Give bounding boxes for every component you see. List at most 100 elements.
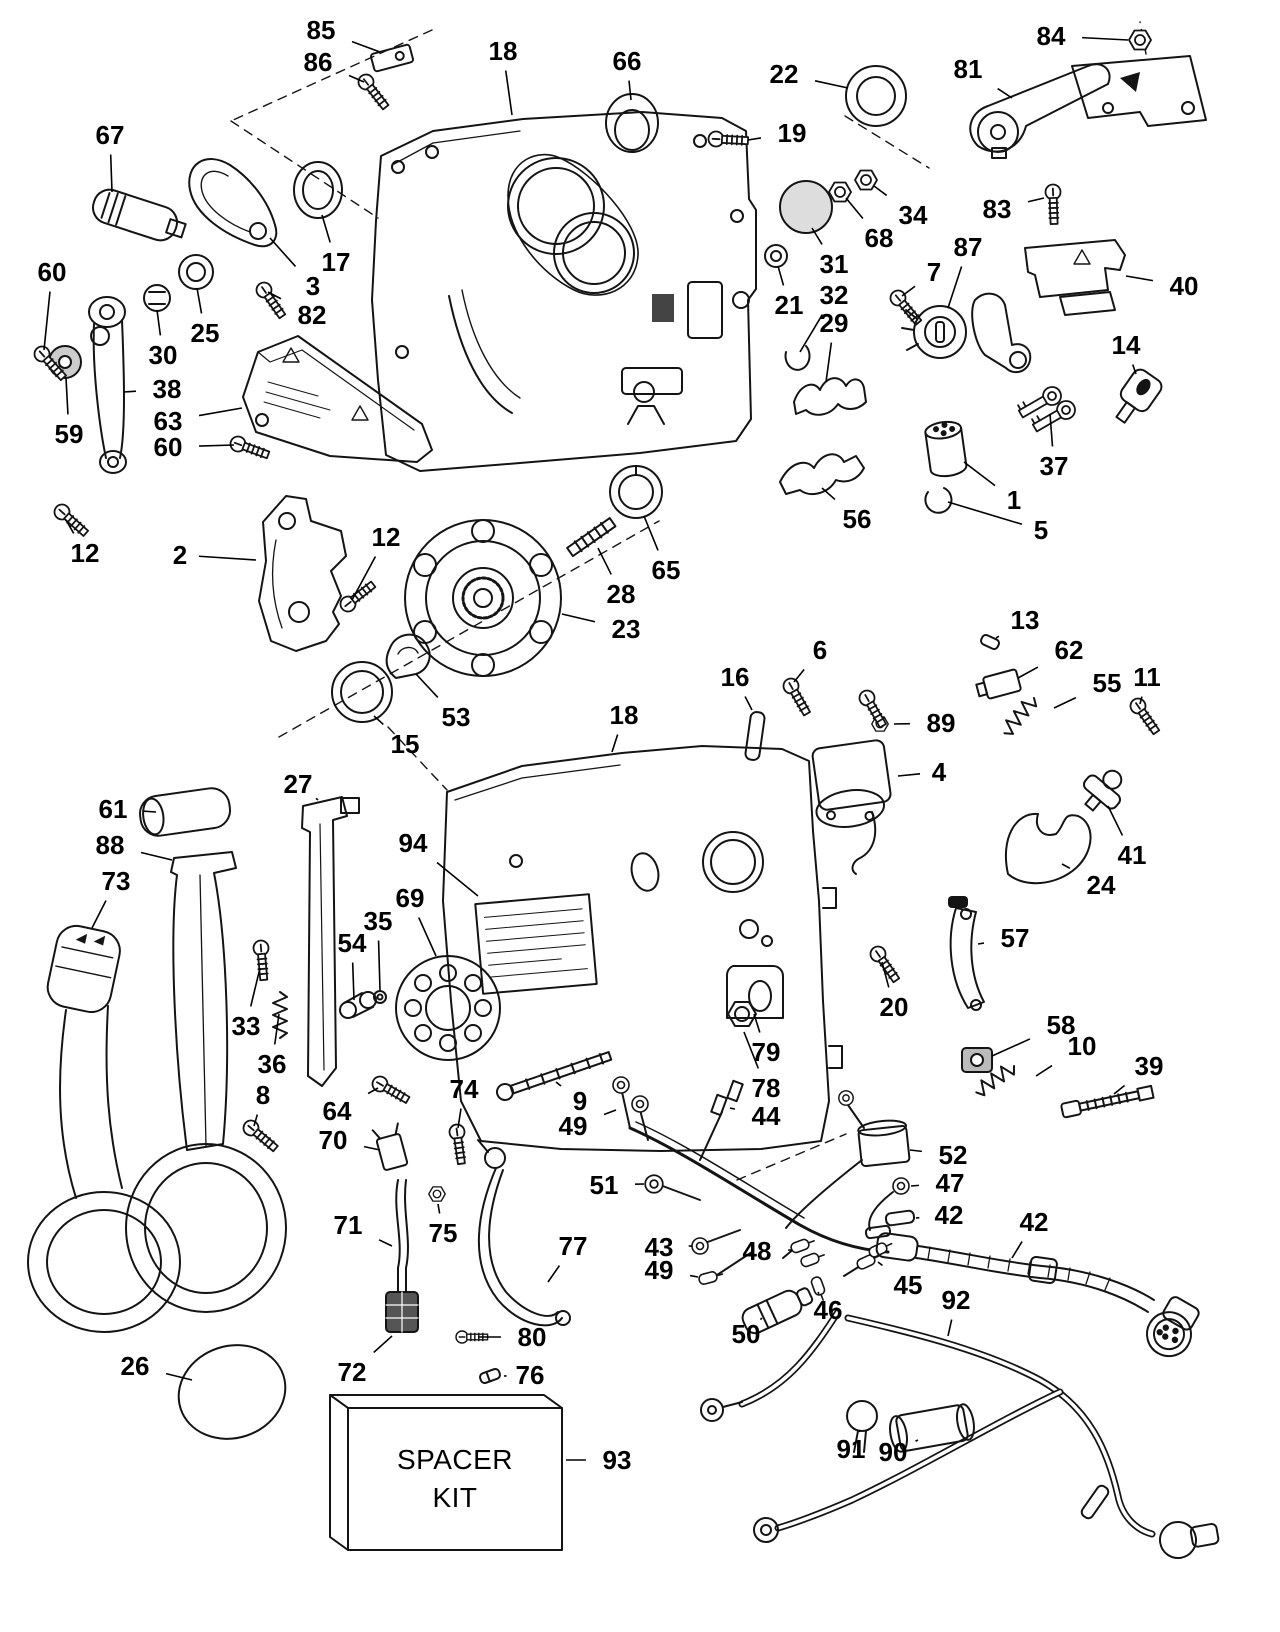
part-label-88: 88 xyxy=(95,830,125,860)
handle-arm-88 xyxy=(125,851,287,1313)
part-label-89: 89 xyxy=(926,708,956,738)
part-label-27: 27 xyxy=(283,769,313,799)
part-label-14: 14 xyxy=(1111,330,1141,360)
part-label-16: 16 xyxy=(720,662,750,692)
block-58 xyxy=(961,1047,993,1073)
part-label-72: 72 xyxy=(337,1357,367,1387)
part-label-81: 81 xyxy=(953,54,983,84)
part-label-2: 2 xyxy=(172,540,188,570)
part-label-68: 68 xyxy=(864,223,894,253)
guide-56 xyxy=(779,453,865,496)
fuse-holder-50 xyxy=(741,1287,814,1335)
part-label-91: 91 xyxy=(836,1434,866,1464)
capacitor-1 xyxy=(924,420,968,478)
part-label-79: 79 xyxy=(751,1037,781,1067)
part-label-53: 53 xyxy=(441,702,471,732)
key-fob-14 xyxy=(1115,368,1163,424)
bullet-49 xyxy=(697,1268,725,1287)
part-label-61: 61 xyxy=(98,794,128,824)
part-label-83: 83 xyxy=(982,194,1012,224)
part-label-84: 84 xyxy=(1036,21,1066,51)
ring-terminal-49a xyxy=(612,1076,630,1094)
float-90 xyxy=(889,1403,975,1453)
part-label-59: 59 xyxy=(54,419,84,449)
part-label-49: 49 xyxy=(558,1111,588,1141)
spring-36 xyxy=(272,991,288,1039)
part-label-12: 12 xyxy=(371,522,401,552)
anchor-plate-69 xyxy=(395,955,501,1061)
part-label-25: 25 xyxy=(190,318,220,348)
part-label-86: 86 xyxy=(303,47,333,77)
part-label-64: 64 xyxy=(322,1096,352,1126)
part-label-34: 34 xyxy=(898,200,928,230)
clip-5 xyxy=(924,487,953,514)
nut-68 xyxy=(828,181,852,203)
screw-74 xyxy=(447,1122,470,1166)
ring-terminal-49b xyxy=(631,1095,649,1113)
solenoid-4 xyxy=(811,739,892,875)
part-label-74: 74 xyxy=(449,1074,479,1104)
bracket-24 xyxy=(1004,812,1092,885)
clamp-91 xyxy=(846,1400,878,1453)
housing-plate-bottom xyxy=(442,745,843,1152)
part-label-52: 52 xyxy=(938,1140,968,1170)
part-label-55: 55 xyxy=(1092,668,1122,698)
part-label-12: 12 xyxy=(70,538,100,568)
wires-71 xyxy=(395,1179,409,1293)
pin-35 xyxy=(373,990,387,1004)
control-handle-73 xyxy=(27,924,181,1333)
screw-83 xyxy=(1044,183,1063,226)
part-label-33: 33 xyxy=(231,1011,261,1041)
nut-78 xyxy=(727,1001,757,1027)
screw-6a xyxy=(779,674,815,719)
lever-57 xyxy=(948,896,985,1011)
disc-31 xyxy=(779,180,833,234)
part-label-5: 5 xyxy=(1033,515,1049,545)
spring-55 xyxy=(998,692,1041,739)
drum-23 xyxy=(404,519,562,677)
screw-20 xyxy=(866,942,904,986)
terminal-13 xyxy=(980,633,1000,651)
part-label-51: 51 xyxy=(589,1170,619,1200)
part-label-13: 13 xyxy=(1010,605,1040,635)
part-label-45: 45 xyxy=(893,1270,923,1300)
valve-41 xyxy=(1082,769,1123,812)
spacer-kit-line1: SPACER xyxy=(396,1444,514,1475)
cable-77 xyxy=(477,1139,571,1327)
bullet-48a xyxy=(788,1235,817,1255)
part-label-31: 31 xyxy=(819,249,849,279)
connector-62 xyxy=(975,668,1022,700)
part-label-80: 80 xyxy=(517,1322,547,1352)
part-label-63: 63 xyxy=(153,406,183,436)
nut-75 xyxy=(428,1186,446,1202)
ring-terminal-52 xyxy=(837,1089,855,1107)
screw-33 xyxy=(251,938,273,982)
part-label-76: 76 xyxy=(515,1360,545,1390)
cover-plate xyxy=(1071,55,1207,127)
part-label-39: 39 xyxy=(1134,1051,1164,1081)
part-label-28: 28 xyxy=(606,579,636,609)
part-label-47: 47 xyxy=(935,1168,965,1198)
bushing-25 xyxy=(178,254,214,290)
part-label-36: 36 xyxy=(257,1049,287,1079)
part-label-18: 18 xyxy=(609,700,639,730)
screw-8 xyxy=(239,1116,282,1156)
link-arm-38 xyxy=(88,296,127,474)
part-label-40: 40 xyxy=(1169,271,1199,301)
warning-plate-63 xyxy=(242,335,433,463)
part-label-20: 20 xyxy=(879,992,909,1022)
part-label-3: 3 xyxy=(305,271,321,301)
guide-29 xyxy=(793,377,867,416)
part-label-11: 11 xyxy=(1133,662,1161,692)
lever-67 xyxy=(92,188,187,242)
relay-52 xyxy=(785,1104,911,1229)
cam-53 xyxy=(385,633,431,679)
seal-22 xyxy=(845,65,907,127)
part-label-24: 24 xyxy=(1086,870,1116,900)
connector-42a xyxy=(884,1209,916,1227)
part-label-43: 43 xyxy=(644,1232,674,1262)
part-label-48: 48 xyxy=(742,1236,772,1266)
part-label-22: 22 xyxy=(769,59,799,89)
part-label-77: 77 xyxy=(558,1231,588,1261)
